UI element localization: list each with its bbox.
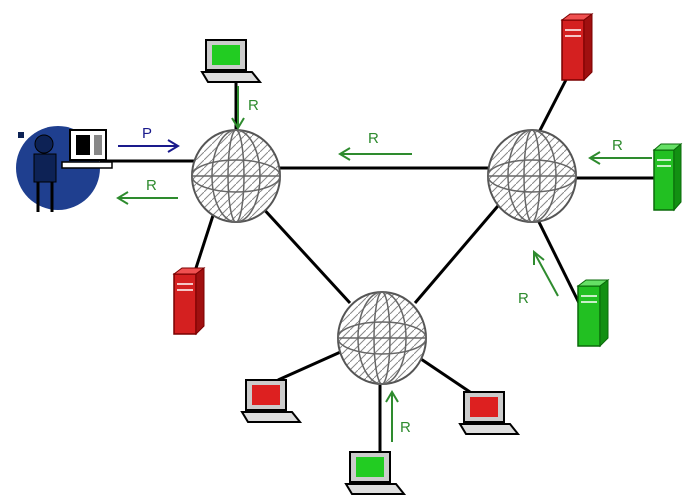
server-tower-icon	[652, 142, 683, 212]
server-tower-icon	[576, 279, 610, 348]
server-green-right	[652, 142, 683, 212]
arrow-r-top-pc	[231, 86, 245, 130]
label-p-user: P	[142, 125, 152, 142]
label-r-right-server: R	[612, 137, 623, 154]
user-at-workstation-icon	[16, 126, 113, 212]
globe-router-icon	[487, 129, 577, 223]
pc-green-top	[200, 39, 263, 83]
arrow-r-right-to-left-router	[338, 147, 412, 161]
desktop-computer-icon	[240, 379, 303, 423]
desktop-computer-icon	[200, 39, 263, 83]
arrows	[116, 86, 652, 442]
server-red-top-right	[560, 13, 594, 82]
router-left	[191, 129, 281, 223]
label-r-top-pc: R	[248, 97, 259, 114]
link-left-bottom	[258, 203, 352, 305]
link-right-lower-green-server	[535, 217, 582, 306]
label-r-link-right-left: R	[368, 130, 379, 147]
router-bottom	[337, 291, 427, 385]
server-tower-icon	[560, 13, 594, 82]
arrow-r-bottom-pc	[385, 390, 399, 442]
link-right-bottom	[413, 199, 505, 304]
arrow-r-right-server	[588, 151, 652, 165]
label-r-bottom-pc: R	[400, 419, 411, 436]
server-green-lower-right	[576, 279, 610, 348]
link-bottom-pc-left	[277, 348, 346, 382]
server-red-left	[172, 267, 206, 336]
pc-green-bottom	[344, 451, 407, 495]
desktop-computer-icon	[458, 391, 521, 435]
globe-router-icon	[337, 291, 427, 385]
arrow-r-lower-right-server	[533, 249, 559, 297]
pc-red-bottom-left	[240, 379, 303, 423]
router-right	[487, 129, 577, 223]
arrow-p-user-to-router	[118, 139, 180, 153]
server-tower-icon	[172, 267, 206, 336]
user-node	[16, 126, 113, 212]
label-r-lower-right-server: R	[518, 290, 529, 307]
desktop-computer-icon	[344, 451, 407, 495]
link-bottom-pc-right	[414, 353, 471, 394]
globe-router-icon	[191, 129, 281, 223]
pc-red-bottom-right	[458, 391, 521, 435]
link-right-red-server	[533, 71, 572, 141]
label-r-user: R	[146, 177, 157, 194]
arrow-r-router-to-user	[116, 191, 178, 205]
